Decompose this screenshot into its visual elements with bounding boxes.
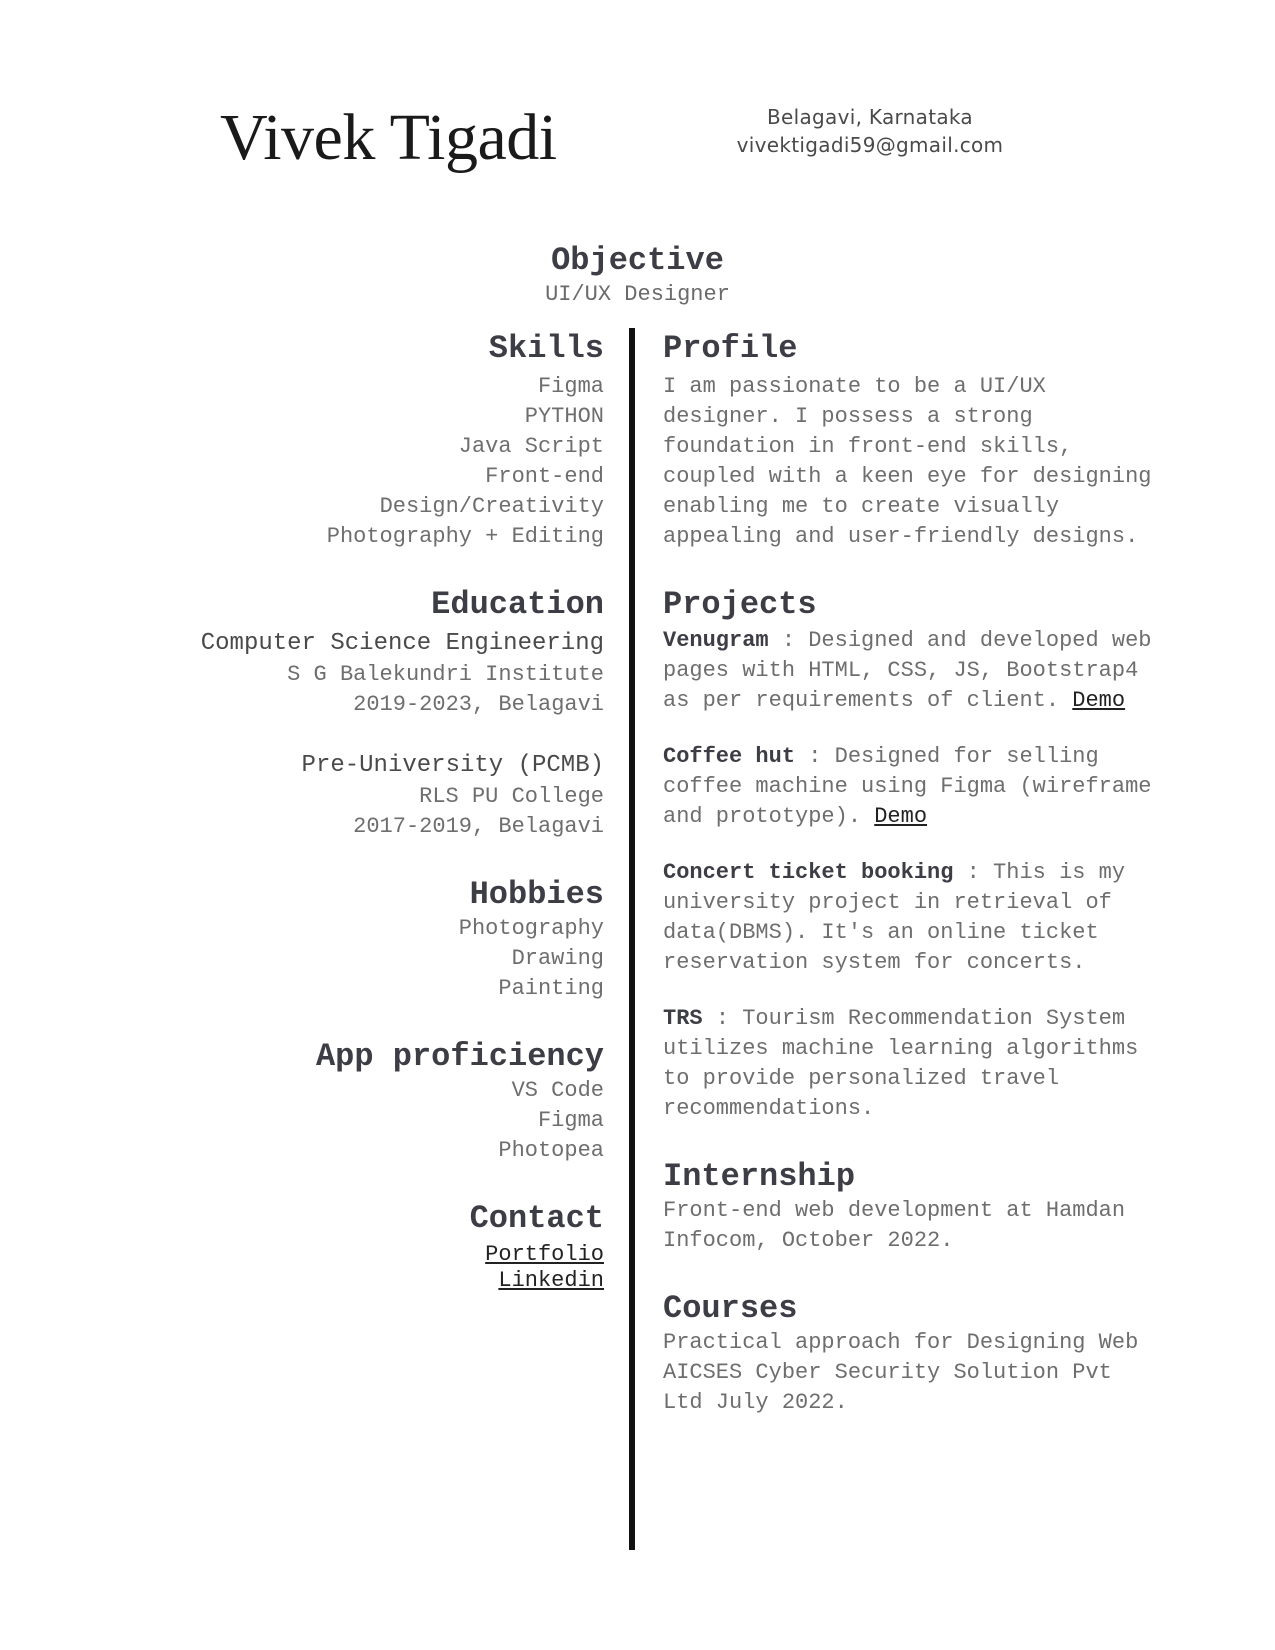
skill-item: PYTHON — [524, 404, 604, 429]
project-desc-line: as per requirements of client. — [663, 688, 1073, 713]
objective-heading: Objective — [551, 242, 724, 279]
skills-heading: Skills — [488, 330, 604, 367]
contact-heading: Contact — [469, 1200, 604, 1237]
hobby-item: Drawing — [511, 946, 604, 971]
app-item: Photopea — [498, 1138, 604, 1163]
internship-heading: Internship — [663, 1158, 856, 1195]
profile-heading: Profile — [663, 330, 798, 367]
profile-line: foundation in front-end skills, — [663, 434, 1073, 459]
course-line: Ltd July 2022. — [663, 1390, 848, 1415]
course-line: AICSES Cyber Security Solution Pvt — [663, 1360, 1112, 1385]
project-desc-line: coffee machine using Figma (wireframe — [663, 774, 1152, 799]
project-desc-line: : This is my — [966, 860, 1126, 885]
internship-line: Infocom, October 2022. — [663, 1228, 954, 1253]
education-heading: Education — [431, 586, 604, 623]
course-line: Practical approach for Designing Web — [663, 1330, 1139, 1355]
skill-item: Figma — [537, 374, 604, 399]
project-item: Concert ticket booking : This is my univ… — [663, 858, 1243, 978]
app-item: VS Code — [511, 1078, 604, 1103]
study-period: 2019-2023, Belagavi — [353, 692, 604, 717]
skill-item: Java Script — [458, 434, 604, 459]
profile-line: appealing and user-friendly designs. — [663, 524, 1139, 549]
column-divider — [629, 328, 635, 1550]
skill-item: Design/Creativity — [379, 494, 604, 519]
project-desc-line: pages with HTML, CSS, JS, Bootstrap4 — [663, 658, 1139, 683]
skills-section: Skills Figma PYTHON Java Script Front-en… — [144, 330, 604, 552]
portfolio-link[interactable]: Portfolio — [485, 1242, 604, 1267]
header-contact: Belagavi, Karnataka vivektigadi59@gmail.… — [720, 103, 1020, 159]
project-desc-line: : Tourism Recommendation System — [715, 1006, 1126, 1031]
internship-line: Front-end web development at Hamdan — [663, 1198, 1126, 1223]
project-desc-line: recommendations. — [663, 1096, 875, 1121]
project-desc-line: to provide personalized travel — [663, 1066, 1060, 1091]
apps-heading: App proficiency — [315, 1038, 604, 1075]
profile-line: enabling me to create visually — [663, 494, 1060, 519]
projects-heading: Projects — [663, 586, 817, 623]
profile-line: coupled with a keen eye for designing — [663, 464, 1152, 489]
linkedin-link[interactable]: Linkedin — [498, 1268, 604, 1293]
hobbies-section: Hobbies Photography Drawing Painting — [144, 876, 604, 1004]
right-column: Profile I am passionate to be a UI/UX de… — [663, 330, 1243, 1418]
school-name: RLS PU College — [419, 784, 604, 809]
demo-link[interactable]: Demo — [1072, 688, 1126, 713]
candidate-name: Vivek Tigadi — [220, 101, 557, 174]
left-column: Skills Figma PYTHON Java Script Front-en… — [144, 330, 604, 1294]
skill-item: Front-end — [485, 464, 604, 489]
project-desc-line: data(DBMS). It's an online ticket — [663, 920, 1099, 945]
project-name: Coffee hut — [663, 744, 796, 769]
profile-line: I am passionate to be a UI/UX — [663, 374, 1046, 399]
hobby-item: Photography — [458, 916, 604, 941]
school-name: S G Balekundri Institute — [287, 662, 604, 687]
skill-item: Photography + Editing — [326, 524, 604, 549]
profile-section: Profile I am passionate to be a UI/UX de… — [663, 330, 1243, 552]
profile-line: designer. I possess a strong — [663, 404, 1033, 429]
education-entry: Pre-University (PCMB) RLS PU College 201… — [144, 750, 604, 842]
project-desc-line: university project in retrieval of — [663, 890, 1112, 915]
courses-section: Courses Practical approach for Designing… — [663, 1290, 1243, 1418]
apps-section: App proficiency VS Code Figma Photopea — [144, 1038, 604, 1166]
project-name: TRS — [663, 1006, 703, 1031]
project-desc-line: utilizes machine learning algorithms — [663, 1036, 1139, 1061]
project-desc-line: : Designed and developed web — [781, 628, 1152, 653]
degree-title: Pre-University (PCMB) — [301, 752, 604, 779]
study-period: 2017-2019, Belagavi — [353, 814, 604, 839]
education-entry: Computer Science Engineering S G Balekun… — [144, 628, 604, 720]
education-section: Education Computer Science Engineering S… — [144, 586, 604, 842]
location-text: Belagavi, Karnataka — [766, 105, 973, 129]
courses-heading: Courses — [663, 1290, 798, 1327]
hobby-item: Painting — [498, 976, 604, 1001]
demo-link[interactable]: Demo — [874, 804, 928, 829]
project-item: Venugram : Designed and developed web pa… — [663, 626, 1243, 716]
project-desc-line: : Designed for selling — [808, 744, 1099, 769]
objective-section: Objective UI/UX Designer — [0, 242, 1275, 310]
objective-value: UI/UX Designer — [545, 282, 730, 307]
degree-title: Computer Science Engineering — [200, 630, 604, 657]
hobbies-heading: Hobbies — [469, 876, 604, 913]
app-item: Figma — [537, 1108, 604, 1133]
project-name: Venugram — [663, 628, 769, 653]
project-item: Coffee hut : Designed for selling coffee… — [663, 742, 1243, 832]
project-item: TRS : Tourism Recommendation System util… — [663, 1004, 1243, 1124]
project-name: Concert ticket booking — [663, 860, 954, 885]
project-desc-line: and prototype). — [663, 804, 875, 829]
projects-section: Projects Venugram : Designed and develop… — [663, 586, 1243, 1124]
project-desc-line: reservation system for concerts. — [663, 950, 1086, 975]
contact-section: Contact Portfolio Linkedin — [144, 1200, 604, 1294]
email-text[interactable]: vivektigadi59@gmail.com — [736, 133, 1004, 157]
internship-section: Internship Front-end web development at … — [663, 1158, 1243, 1256]
